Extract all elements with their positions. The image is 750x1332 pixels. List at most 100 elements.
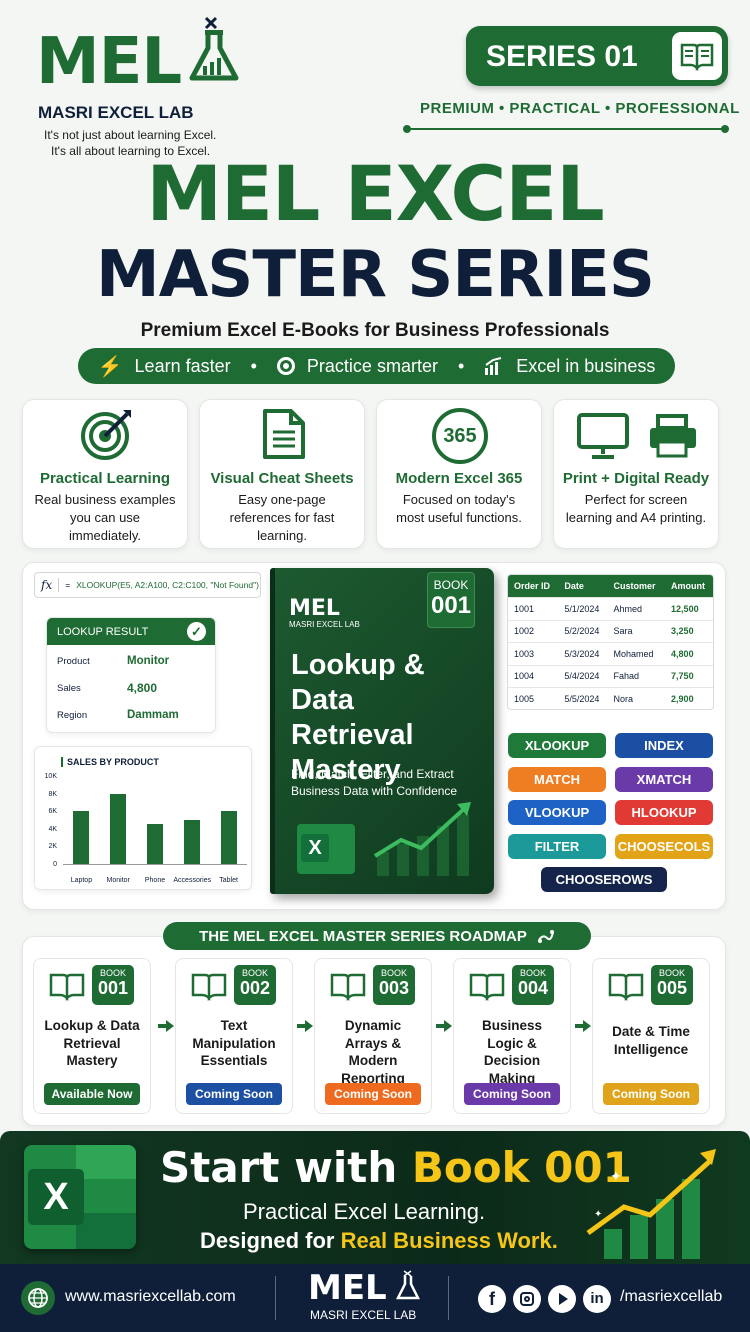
book-open-icon	[191, 973, 227, 1001]
tagline-1: It's not just about learning Excel.	[44, 128, 217, 142]
bullet-1: Learn faster	[134, 355, 231, 376]
footer: www.masriexcellab.com MEL MASRI EXCEL LA…	[0, 1264, 750, 1332]
chart-bar	[220, 811, 237, 864]
cta-headline: Start with Book 001	[160, 1143, 632, 1192]
svg-text:✦: ✦	[610, 1168, 622, 1184]
table-header: Order ID Date Customer Amount	[508, 575, 713, 598]
feature-title: Visual Cheat Sheets	[210, 470, 354, 487]
book-num: 004	[517, 978, 549, 998]
book-open-icon	[49, 973, 85, 1001]
feature-title: Print + Digital Ready	[562, 470, 710, 487]
footer-divider	[275, 1276, 276, 1320]
chart-y-label: 6K	[48, 808, 57, 816]
feature-card-print: Print + Digital Ready Perfect for screen…	[553, 399, 719, 549]
table-cell: 2,900	[665, 687, 713, 709]
function-tag: FILTER	[508, 834, 606, 859]
brand-block: MEL MASRI EXCEL LAB It's not just about …	[36, 16, 246, 158]
book-tag: BOOK	[519, 968, 546, 978]
fx-label: fx	[41, 578, 60, 592]
book-brand: MASRI EXCEL LAB	[289, 620, 360, 629]
book-tag: BOOK	[99, 968, 126, 978]
book-tag: BOOK	[658, 968, 685, 978]
book-cover: BOOK 001 MEL MASRI EXCEL LAB Lookup & Da…	[270, 568, 494, 894]
monitor-printer-icon	[577, 413, 696, 459]
lookup-label: Sales	[57, 683, 81, 694]
bar-chart-icon	[485, 357, 502, 375]
lookup-header: LOOKUP RESULT ✓	[47, 618, 215, 645]
table-cell: 5/3/2024	[558, 642, 608, 666]
youtube-icon[interactable]	[548, 1285, 576, 1313]
cta-line-2: Practical Excel Learning.	[243, 1199, 486, 1224]
table-cell: 5/4/2024	[558, 665, 608, 688]
footer-divider	[448, 1276, 449, 1320]
book-title: Dynamic Arrays & Modern Reporting	[341, 1018, 405, 1086]
book-open-icon	[330, 973, 366, 1001]
feature-card-practical: Practical Learning Real business example…	[22, 399, 188, 549]
social-handle: /masriexcellab	[620, 1288, 723, 1305]
book-title: Text Manipulation Essentials	[192, 1018, 276, 1068]
feature-desc: Perfect for screen learning and A4 print…	[565, 492, 707, 525]
excel-stripe	[76, 1145, 136, 1179]
chart-x-label: Phone	[144, 877, 166, 884]
excel-logo-icon: X	[24, 1145, 136, 1249]
book-num: 002	[239, 978, 271, 998]
book-badge: BOOK 001	[427, 572, 475, 628]
brand-logo: MEL	[36, 25, 182, 99]
divider-dot-left	[403, 125, 411, 133]
table-cell: 1004	[508, 665, 559, 688]
series-badge: SERIES 01	[466, 26, 728, 86]
linkedin-icon[interactable]: in	[583, 1285, 611, 1313]
lookup-row: Region	[57, 710, 87, 721]
book-title: Business Logic & Decision Making	[481, 1018, 543, 1086]
check-icon: ✓	[187, 622, 206, 641]
book-title: Date & Time Intelligence	[612, 1024, 690, 1057]
svg-text:✦: ✦	[594, 1209, 602, 1220]
hero-title-1: MEL EXCEL	[146, 149, 604, 238]
lookup-title: LOOKUP RESULT	[57, 625, 149, 638]
instagram-icon[interactable]	[513, 1285, 541, 1313]
excel-x: X	[28, 1169, 84, 1225]
function-tag: INDEX	[615, 733, 713, 758]
formula-eq: =	[65, 580, 71, 590]
function-tag: HLOOKUP	[615, 800, 713, 825]
tagline-2: It's all about learning to Excel.	[51, 144, 211, 158]
lookup-row: Sales	[57, 683, 81, 694]
hero-bullets: ⚡ Learn faster • Practice smarter • Exce…	[78, 348, 675, 384]
table-cell: 5/5/2024	[558, 687, 608, 709]
book-title: Lookup & Data Retrieval Mastery	[291, 649, 425, 786]
lookup-value: Monitor	[127, 655, 170, 667]
function-tag: MATCH	[508, 767, 606, 792]
footer-brand: MASRI EXCEL LAB	[310, 1308, 417, 1322]
feature-title: Modern Excel 365	[395, 470, 523, 487]
chart-x-label: Laptop	[70, 877, 93, 884]
table-cell: 3,250	[665, 620, 713, 643]
feature-desc: Focused on today's most useful functions…	[396, 492, 522, 525]
chart-y-label: 10K	[44, 773, 57, 780]
function-tag: XLOOKUP	[508, 733, 606, 758]
book-num: 005	[656, 978, 688, 998]
chart-bar	[147, 824, 163, 864]
formula-text: XLOOKUP(E5, A2:A100, C2:C100, "Not Found…	[76, 580, 259, 590]
series-label: SERIES 01	[486, 40, 638, 73]
bullet-2: Practice smarter	[306, 355, 438, 376]
feature-title: Practical Learning	[39, 470, 171, 487]
function-tag: VLOOKUP	[508, 800, 606, 825]
table-cell: Ahmed	[607, 597, 666, 621]
chart-y-label: 2K	[48, 843, 57, 851]
book-title: Lookup & Data Retrieval Mastery	[44, 1018, 140, 1068]
divider	[406, 128, 726, 130]
lookup-label: Region	[57, 710, 88, 721]
chart-y-label: 8K	[48, 790, 57, 798]
target-icon	[81, 410, 131, 460]
cta-book: Book 001	[411, 1143, 632, 1192]
facebook-icon[interactable]: f	[478, 1285, 506, 1313]
website-link[interactable]: www.masriexcellab.com	[65, 1288, 236, 1305]
book-open-icon	[469, 973, 505, 1001]
